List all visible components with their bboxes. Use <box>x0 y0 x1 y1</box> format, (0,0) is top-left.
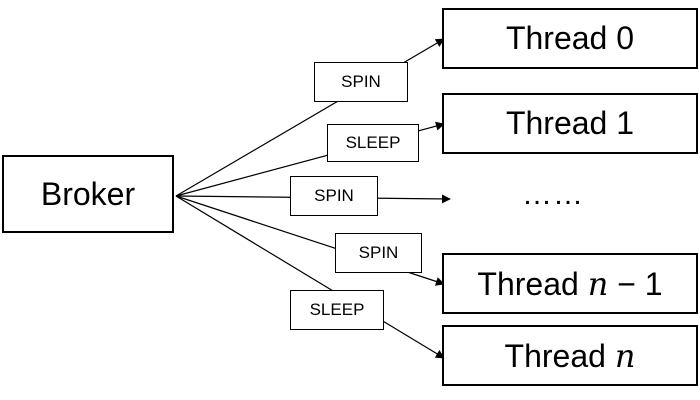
thread-node-0: Thread 0 <box>442 8 698 69</box>
edge-label-sleep: SLEEP <box>327 124 419 162</box>
edge-label-text: SPIN <box>341 72 381 91</box>
thread-index-variable: n <box>587 264 609 303</box>
thread-index: 0 <box>616 20 635 56</box>
thread-prefix: Thread <box>505 105 617 141</box>
edge-label-spin: SPIN <box>335 233 422 273</box>
thread-node-n: Thread n <box>442 325 698 386</box>
edge-label-text: SPIN <box>358 243 399 262</box>
edge-broker-to-thread-n <box>175 195 445 359</box>
edge-label-text: SPIN <box>314 186 354 205</box>
edge-label-sleep: SLEEP <box>290 290 384 330</box>
thread-label: Thread 0 <box>506 20 634 57</box>
thread-prefix: Thread <box>504 337 615 374</box>
thread-prefix: Thread <box>477 265 588 302</box>
thread-label: Thread n <box>505 337 636 375</box>
more-threads-ellipsis: …… <box>522 178 584 211</box>
thread-index: 1 <box>616 105 635 141</box>
edge-label-text: SLEEP <box>345 133 401 152</box>
edge-label-spin: SPIN <box>290 176 378 216</box>
edge-label-text: SLEEP <box>309 300 365 319</box>
broker-label: Broker <box>40 175 136 212</box>
thread-node-n-minus-1: Thread n − 1 <box>442 253 698 314</box>
thread-suffix: − 1 <box>608 265 663 302</box>
thread-label: Thread 1 <box>506 105 634 142</box>
thread-index-variable: n <box>614 336 636 375</box>
broker-node: Broker <box>2 155 174 233</box>
thread-prefix: Thread <box>505 20 617 56</box>
thread-label: Thread n − 1 <box>477 265 662 303</box>
edge-label-spin: SPIN <box>314 62 408 102</box>
thread-node-1: Thread 1 <box>442 93 698 154</box>
